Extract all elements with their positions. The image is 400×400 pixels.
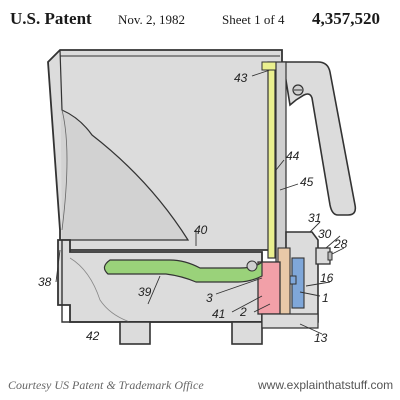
footer-credit: Courtesy US Patent & Trademark Office — [8, 378, 204, 392]
label-16: 16 — [320, 271, 334, 285]
label-3: 3 — [206, 291, 213, 305]
footer-site: www.explainthatstuff.com — [258, 378, 394, 392]
patent-label: U.S. Patent — [10, 9, 92, 28]
water-tube — [103, 259, 263, 283]
label-13: 13 — [314, 331, 328, 345]
label-40: 40 — [194, 223, 208, 237]
label-38: 38 — [38, 275, 52, 289]
riser-tube — [267, 61, 276, 259]
label-28: 28 — [333, 237, 348, 251]
patent-header: U.S. Patent Nov. 2, 1982 Sheet 1 of 4 4,… — [0, 0, 400, 34]
foot-right — [231, 321, 263, 345]
handle — [282, 61, 357, 216]
bottom-cover — [261, 313, 319, 329]
tube-clamp — [246, 260, 258, 272]
label-43: 43 — [234, 71, 248, 85]
label-30: 30 — [318, 227, 332, 241]
cutaway-edge — [59, 49, 190, 241]
patent-number: 4,357,520 — [312, 9, 380, 28]
foot-left — [119, 321, 151, 345]
patent-date: Nov. 2, 1982 — [118, 12, 186, 27]
label-44: 44 — [286, 149, 300, 163]
base-skirt — [61, 240, 262, 323]
label-2: 2 — [239, 305, 247, 319]
label-39: 39 — [138, 285, 152, 299]
label-31: 31 — [308, 211, 321, 225]
rear-wall — [275, 61, 287, 263]
label-42: 42 — [86, 329, 100, 343]
sheet-number: Sheet 1 of 4 — [222, 12, 285, 27]
label-45: 45 — [300, 175, 314, 189]
label-1: 1 — [322, 291, 329, 305]
riser-outlet — [261, 61, 277, 71]
leader-lines — [55, 69, 345, 335]
label-41: 41 — [212, 307, 225, 321]
